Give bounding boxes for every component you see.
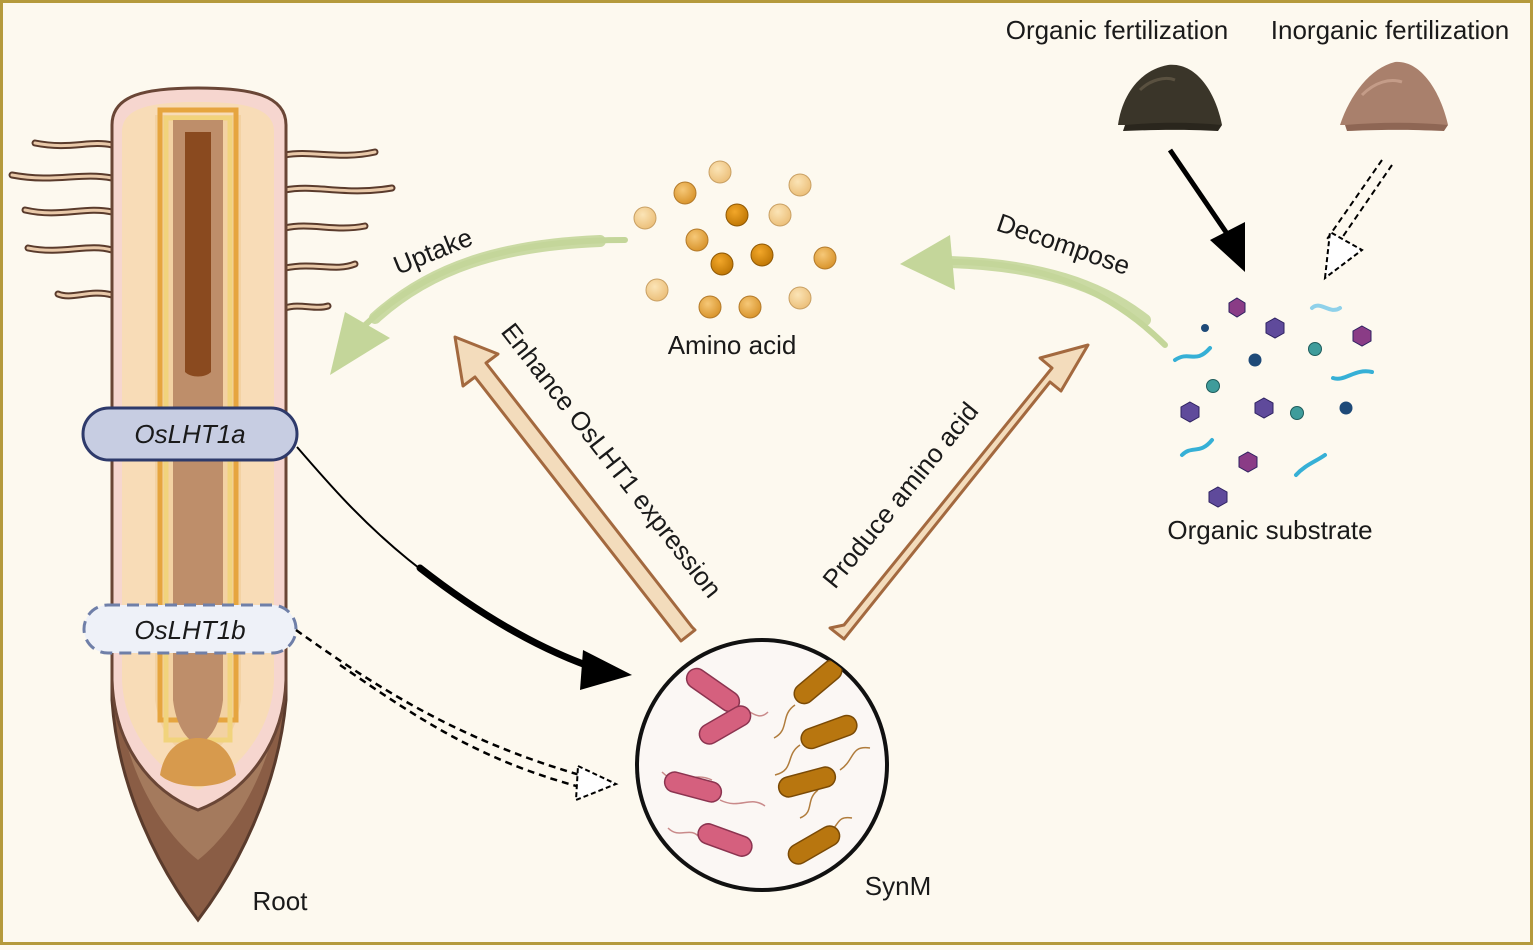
gene-oslht1b-box: OsLHT1b	[82, 603, 298, 655]
arrow-decompose	[900, 235, 1168, 348]
arrow-uptake	[330, 235, 628, 375]
inorganic-fertilizer-pile	[1340, 61, 1448, 131]
arrow-oslht1b-head	[574, 764, 619, 802]
organic-substrate-cluster	[1173, 297, 1374, 508]
synm-label: SynM	[865, 871, 931, 901]
arrow-organic-to-substrate	[1167, 148, 1233, 240]
synm-community	[635, 638, 889, 892]
gene-oslht1a-label: OsLHT1a	[134, 419, 245, 449]
amino-acid-label: Amino acid	[668, 330, 797, 360]
gene-oslht1a-box: OsLHT1a	[81, 406, 299, 462]
inorganic-fertilization-label: Inorganic fertilization	[1271, 15, 1509, 45]
arrow-inorganic-to-substrate	[1323, 159, 1393, 281]
organic-fertilizer-pile	[1118, 64, 1222, 131]
root-label: Root	[253, 886, 309, 916]
amino-acid-cluster	[633, 160, 837, 319]
arrow-oslht1b-to-synm	[295, 628, 581, 777]
arrow-enhance-expression	[453, 335, 697, 643]
organic-substrate-label: Organic substrate	[1167, 515, 1372, 545]
organic-fertilization-label: Organic fertilization	[1006, 15, 1229, 45]
arrow-oslht1a-head	[580, 650, 632, 690]
arrow-produce-amino-acid	[828, 343, 1090, 641]
gene-oslht1b-label: OsLHT1b	[134, 615, 245, 645]
